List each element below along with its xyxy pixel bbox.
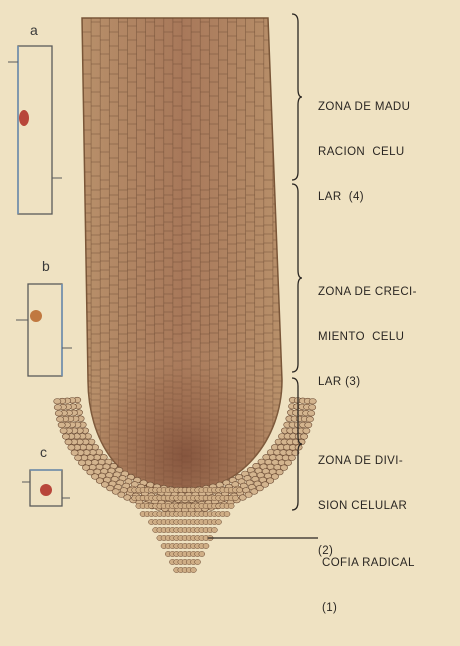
cell-c-drawing: [22, 470, 70, 506]
label-zona-crecimiento: ZONA DE CRECI- MIENTO CELU LAR (3): [318, 255, 417, 420]
nucleus-b: [30, 310, 42, 322]
label-cofia-radical: COFIA RADICAL (1): [322, 526, 415, 646]
label-zona-maduracion: ZONA DE MADU RACION CELU LAR (4): [318, 70, 410, 235]
nucleus-a: [19, 110, 29, 126]
cell-label-a: a: [30, 22, 38, 38]
nucleus-c: [40, 484, 52, 496]
root-body: [80, 18, 290, 500]
label-line: ZONA DE MADU: [318, 100, 410, 115]
label-line: RACION CELU: [318, 145, 410, 160]
label-line: LAR (4): [318, 190, 410, 205]
label-line: ZONA DE CRECI-: [318, 285, 417, 300]
cell-b-drawing: [16, 284, 72, 376]
root-tip-diagram: a b c ZONA DE MADU RACION CELU LAR (4) Z…: [0, 0, 460, 583]
label-line: SION CELULAR: [318, 499, 407, 514]
zone-bracket: [292, 184, 302, 372]
cell-label-c: c: [40, 444, 47, 460]
label-line: COFIA RADICAL: [322, 556, 415, 571]
label-line: MIENTO CELU: [318, 330, 417, 345]
zone-bracket: [292, 14, 302, 180]
label-line: (1): [322, 601, 415, 616]
cell-label-b: b: [42, 258, 50, 274]
label-line: ZONA DE DIVI-: [318, 454, 407, 469]
label-line: LAR (3): [318, 375, 417, 390]
cell-a-drawing: [8, 46, 62, 214]
